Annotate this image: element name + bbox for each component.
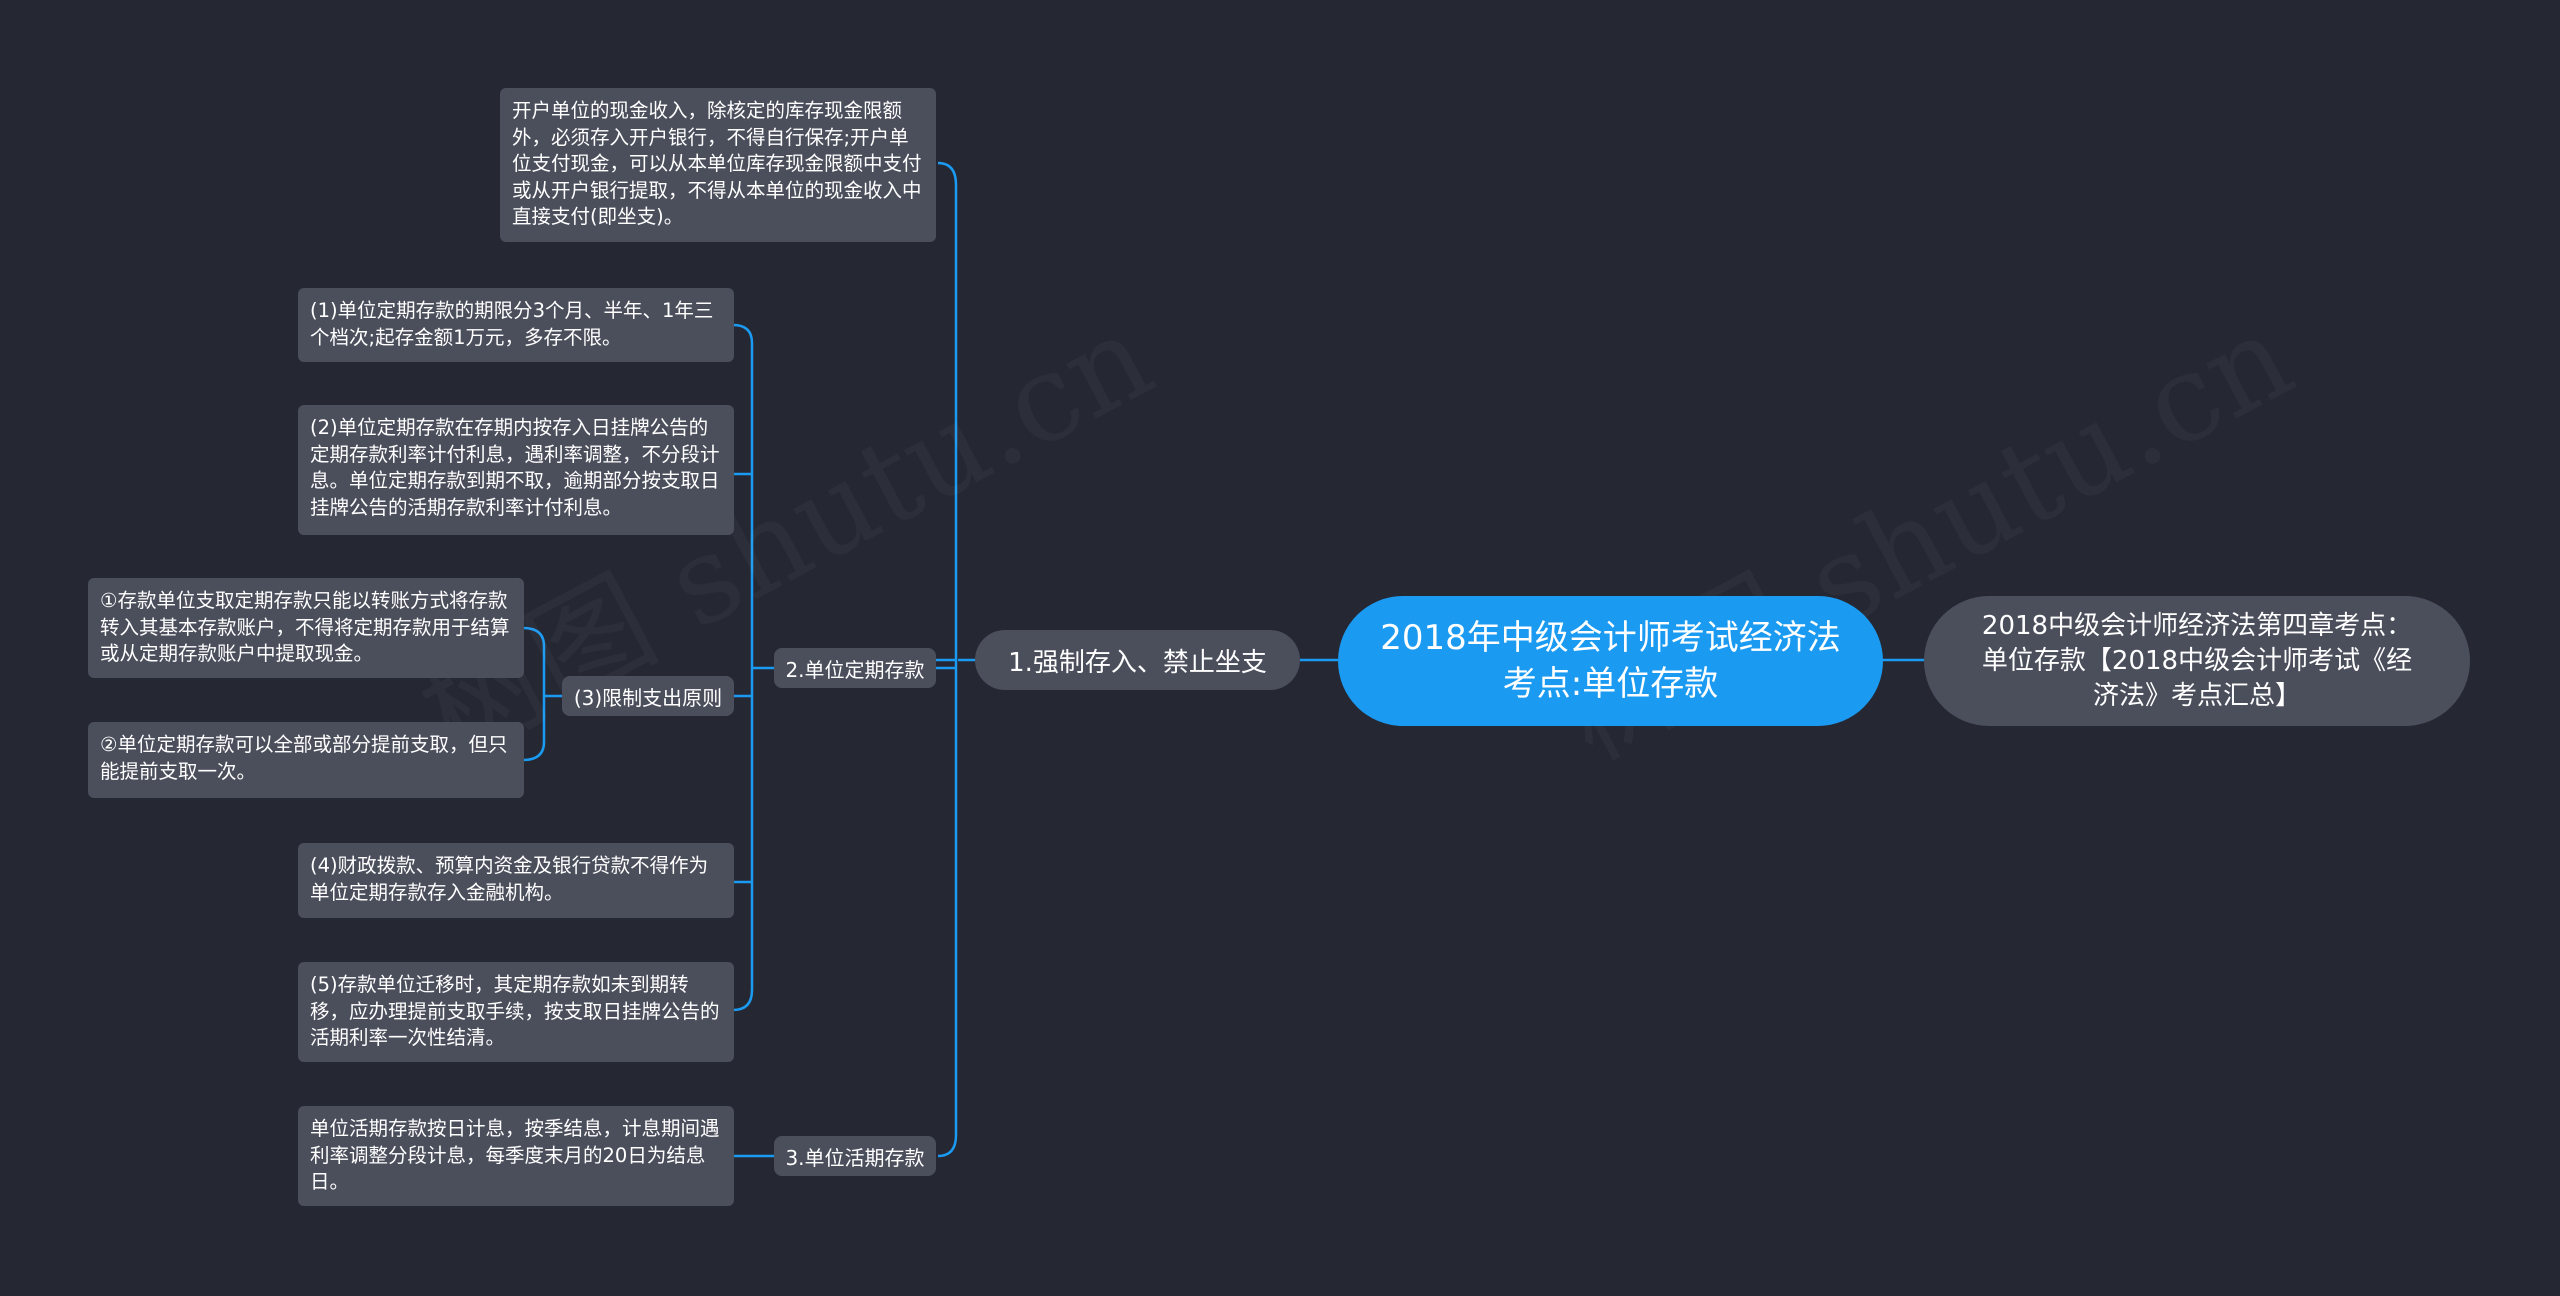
item-funding-restriction[interactable]: (4)财政拨款、预算内资金及银行贷款不得作为单位定期存款存入金融机构。: [298, 843, 734, 918]
branch-label: 1.强制存入、禁止坐支: [1008, 647, 1267, 678]
link-branch2-trunk: [732, 323, 754, 1012]
branch-term-deposit[interactable]: 2.单位定期存款: [774, 648, 936, 688]
item-interest-rule[interactable]: (2)单位定期存款在存期内按存入日挂牌公告的定期存款利率计付利息，遇利率调整，不…: [298, 405, 734, 535]
note-text: 开户单位的现金收入，除核定的库存现金限额外，必须存入开户银行，不得自行保存;开户…: [512, 99, 922, 228]
item-text: (5)存款单位迁移时，其定期存款如未到期转移，应办理提前支取手续，按支取日挂牌公…: [310, 973, 720, 1049]
item-text: (2)单位定期存款在存期内按存入日挂牌公告的定期存款利率计付利息，遇利率调整，不…: [310, 416, 720, 519]
branch-label: 2.单位定期存款: [785, 657, 925, 682]
item-text: (4)财政拨款、预算内资金及银行贷款不得作为单位定期存款存入金融机构。: [310, 854, 709, 904]
sub-early-withdrawal[interactable]: ②单位定期存款可以全部或部分提前支取，但只能提前支取一次。: [88, 722, 524, 798]
item-expense-limit-principle[interactable]: (3)限制支出原则: [562, 676, 734, 716]
note-cash-income[interactable]: 开户单位的现金收入，除核定的库存现金限额外，必须存入开户银行，不得自行保存;开户…: [500, 88, 936, 242]
branch-mandatory-deposit[interactable]: 1.强制存入、禁止坐支: [975, 630, 1300, 690]
item-text: ②单位定期存款可以全部或部分提前支取，但只能提前支取一次。: [100, 733, 508, 783]
item-demand-deposit-interest[interactable]: 单位活期存款按日计息，按季结息，计息期间遇利率调整分段计息，每季度末月的20日为…: [298, 1106, 734, 1206]
root-topic[interactable]: 2018年中级会计师考试经济法考点:单位存款: [1338, 596, 1883, 726]
link-item3-trunk: [522, 626, 546, 762]
sub-transfer-rule[interactable]: ①存款单位支取定期存款只能以转账方式将存款转入其基本存款账户，不得将定期存款用于…: [88, 578, 524, 678]
item-text: ①存款单位支取定期存款只能以转账方式将存款转入其基本存款账户，不得将定期存款用于…: [100, 589, 510, 665]
branch-demand-deposit[interactable]: 3.单位活期存款: [774, 1136, 936, 1176]
root-label: 2018年中级会计师考试经济法考点:单位存款: [1380, 618, 1841, 704]
right-summary-node[interactable]: 2018中级会计师经济法第四章考点：单位存款【2018中级会计师考试《经济法》考…: [1924, 596, 2470, 726]
item-term-deposit-period[interactable]: (1)单位定期存款的期限分3个月、半年、1年三个档次;起存金额1万元，多存不限。: [298, 288, 734, 362]
branch-label: (3)限制支出原则: [573, 685, 723, 710]
item-relocation[interactable]: (5)存款单位迁移时，其定期存款如未到期转移，应办理提前支取手续，按支取日挂牌公…: [298, 962, 734, 1062]
item-text: 单位活期存款按日计息，按季结息，计息期间遇利率调整分段计息，每季度末月的20日为…: [310, 1117, 720, 1193]
branch-label: 3.单位活期存款: [785, 1145, 925, 1170]
item-text: (1)单位定期存款的期限分3个月、半年、1年三个档次;起存金额1万元，多存不限。: [310, 299, 714, 349]
right-label: 2018中级会计师经济法第四章考点：单位存款【2018中级会计师考试《经济法》考…: [1981, 610, 2413, 711]
